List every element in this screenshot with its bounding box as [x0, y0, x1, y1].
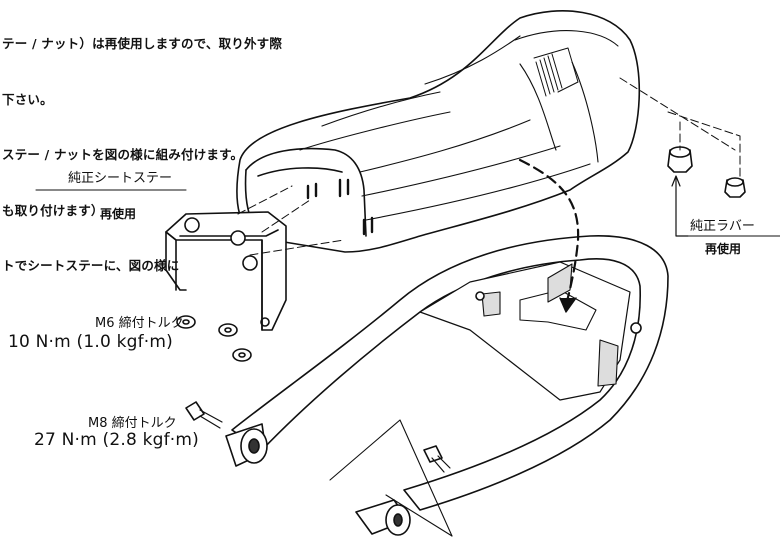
rubber-mount-2: [724, 177, 746, 198]
seat-illustration: [236, 10, 641, 253]
m8-torque-value: 27 N·m (2.8 kgf·m): [34, 430, 200, 450]
rubber-mount-1: [667, 146, 693, 173]
instruction-line: も取り付けます）: [2, 202, 104, 218]
seat-stay-label: 純正シートステー: [68, 171, 173, 186]
instruction-line: ステー / ナットを図の様に組み付けます。: [2, 147, 244, 162]
instruction-line: トでシートステーに、図の様に: [2, 258, 180, 273]
seat-stay-reuse-note: 再使用: [100, 207, 137, 221]
instruction-line: 下さい。: [2, 91, 53, 107]
seat-strap: [533, 47, 579, 97]
guide-lines: [237, 77, 741, 256]
m6-torque-value: 10 N·m (1.0 kgf·m): [8, 332, 174, 352]
rubber-reuse-note: 再使用: [705, 242, 742, 256]
m8-bolt: [185, 401, 223, 429]
instruction-line: テー / ナット）は再使用しますので、取り外す際: [2, 36, 283, 51]
frame-illustration: [225, 235, 669, 536]
seat-stay-illustration: [165, 211, 287, 331]
placement-arrow: [518, 158, 580, 307]
m8-torque-title: M8 締付トルク: [88, 416, 177, 431]
instruction-text: テー / ナット）は再使用しますので、取り外す際 下さい。 ステー / ナットを…: [2, 0, 282, 294]
m6-nut-2: [218, 323, 238, 337]
m6-nut-1: [176, 315, 196, 329]
rubber-label: 純正ラバー: [690, 219, 755, 234]
m6-torque-title: M6 締付トルク: [95, 316, 184, 331]
m6-nut-3: [232, 348, 252, 362]
seat-stay-nuts: [184, 217, 258, 271]
frame-bolt: [423, 445, 451, 473]
